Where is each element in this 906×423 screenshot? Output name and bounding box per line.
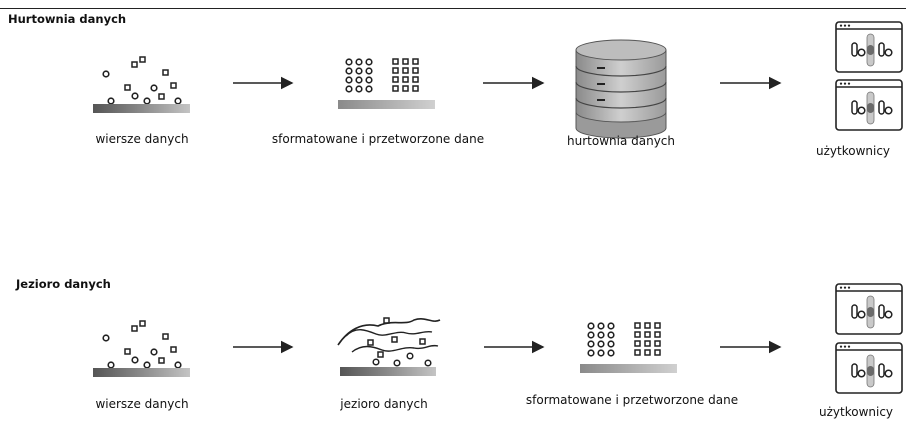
lake-raw-data-icon bbox=[92, 320, 191, 378]
lake-formatted-data-icon bbox=[579, 322, 678, 374]
lake-user-app-icon-bottom bbox=[835, 342, 903, 394]
lake-users-label: użytkownicy bbox=[819, 405, 894, 419]
lake-processed-label: sformatowane i przetworzone dane bbox=[525, 393, 739, 407]
warehouse-users-label: użytkownicy bbox=[816, 144, 891, 158]
warehouse-store-label: hurtownia danych bbox=[567, 134, 675, 148]
warehouse-user-app-icon-top bbox=[835, 21, 903, 73]
warehouse-formatted-data-icon bbox=[337, 58, 436, 110]
data-lake-icon bbox=[337, 317, 441, 376]
warehouse-user-app-icon-bottom bbox=[835, 79, 903, 131]
top-divider bbox=[0, 8, 906, 9]
warehouse-raw-data-icon bbox=[92, 56, 191, 114]
warehouse-processed-label: sformatowane i przetworzone dane bbox=[271, 132, 485, 146]
database-icon bbox=[575, 39, 667, 139]
lake-title: Jezioro danych bbox=[16, 277, 111, 291]
lake-store-label: jezioro danych bbox=[340, 397, 428, 411]
warehouse-raw-label: wiersze danych bbox=[95, 132, 189, 146]
warehouse-title: Hurtownia danych bbox=[8, 12, 127, 26]
lake-user-app-icon-top bbox=[835, 283, 903, 335]
lake-raw-label: wiersze danych bbox=[95, 397, 189, 411]
